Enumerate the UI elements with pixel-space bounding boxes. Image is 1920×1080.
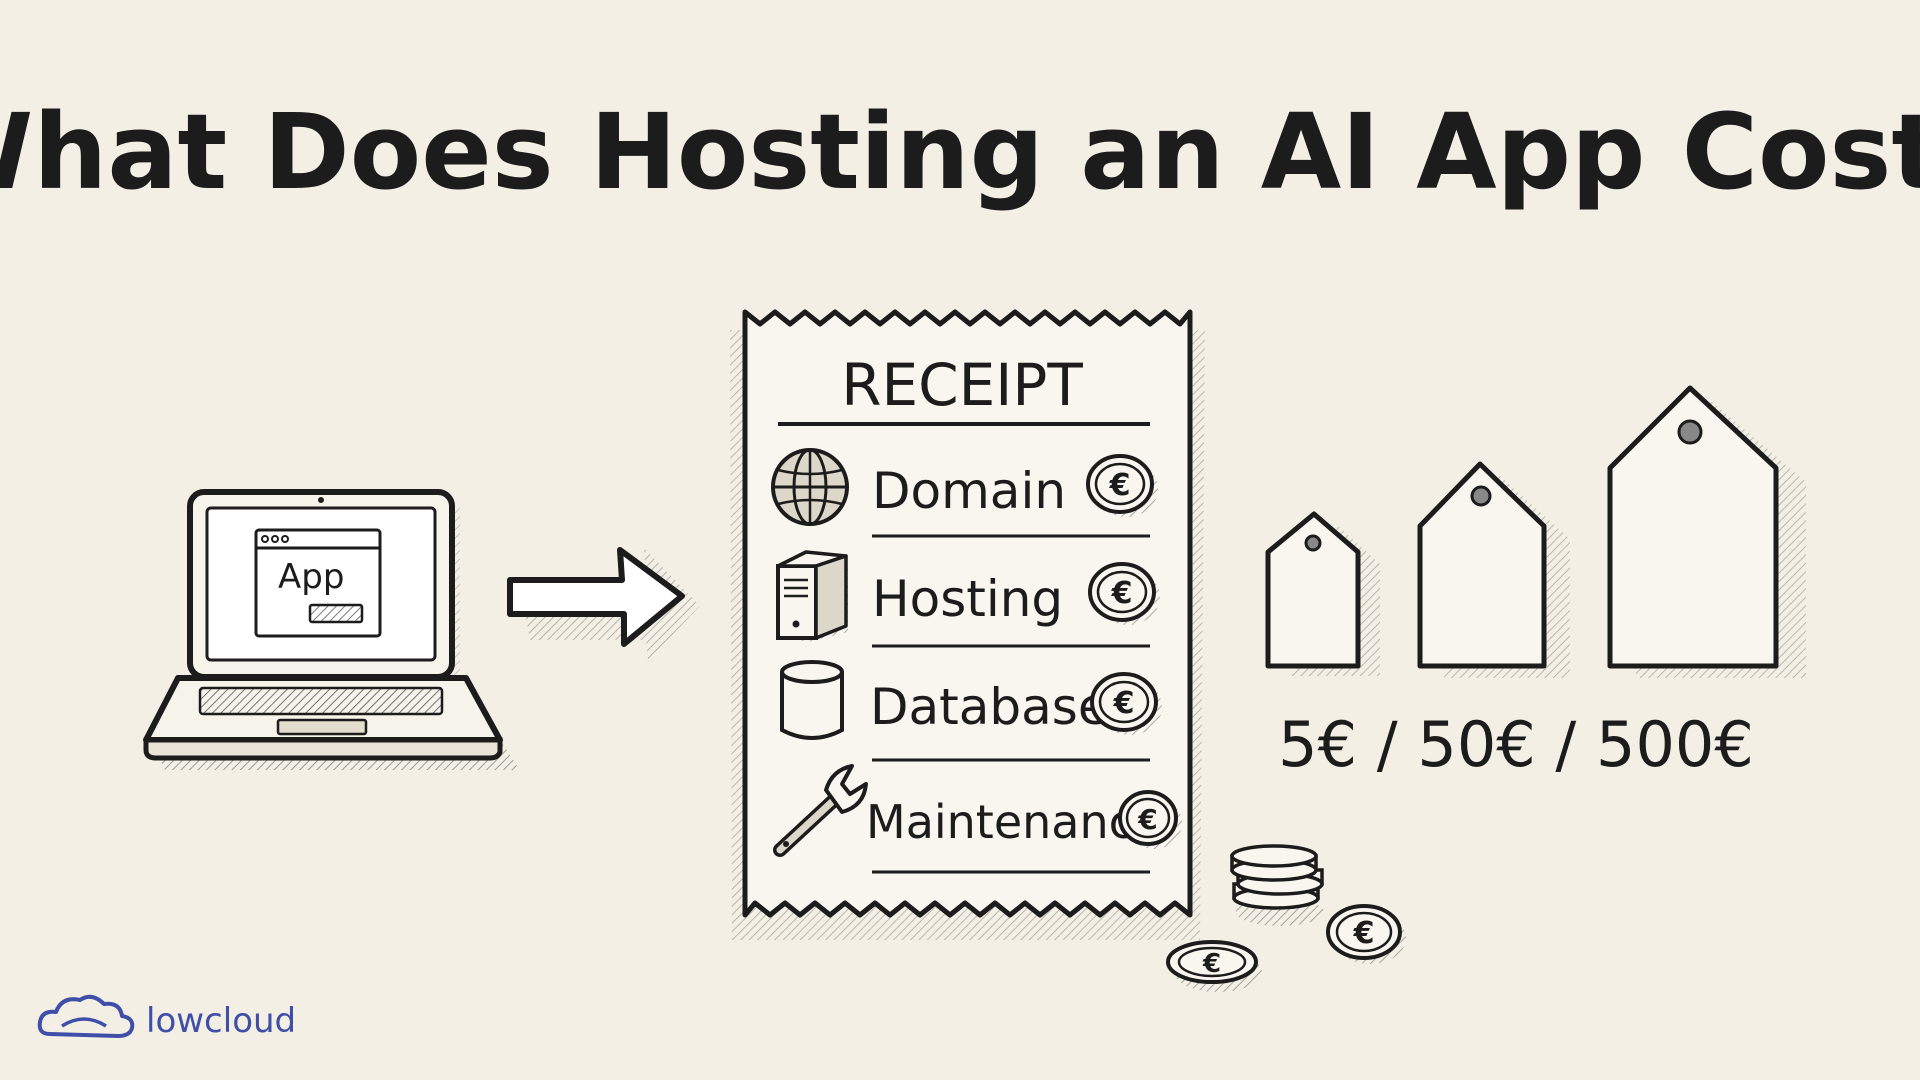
- arrow-right-icon: [507, 547, 700, 660]
- euro-coin-icon: €: [1166, 940, 1262, 992]
- receipt-item-label: Database: [870, 678, 1109, 736]
- coin-symbol: €: [1353, 916, 1375, 951]
- receipt-row-hosting: Hosting €: [776, 550, 1160, 648]
- receipt-item-label: Maintenance: [866, 795, 1162, 849]
- database-icon: [780, 660, 844, 740]
- receipt-item-label: Hosting: [872, 570, 1063, 628]
- brand-logo: lowcloud: [37, 994, 296, 1041]
- price-tag-medium: [1417, 461, 1570, 678]
- wrench-icon: [773, 764, 868, 857]
- app-button: [308, 603, 364, 624]
- keyboard: [198, 686, 444, 716]
- receipt-row-domain: Domain €: [771, 448, 1158, 538]
- coin-symbol: €: [1109, 468, 1131, 503]
- receipt-item-label: Domain: [872, 462, 1066, 520]
- receipt: RECEIPT Domain €: [730, 309, 1205, 940]
- euro-coin-icon: €: [1090, 672, 1162, 735]
- globe-icon: [771, 448, 849, 526]
- euro-coin-icon: €: [1086, 454, 1158, 517]
- page-title: What Does Hosting an AI App Cost?: [0, 91, 1920, 213]
- price-tags: 5€ / 50€ / 500€: [1265, 385, 1806, 781]
- coin-pile: € €: [1166, 844, 1406, 992]
- laptop-illustration: App: [143, 489, 520, 770]
- cloud-icon: [37, 994, 135, 1038]
- receipt-row-database: Database €: [780, 660, 1162, 762]
- touchpad: [276, 718, 368, 736]
- coin-symbol: €: [1111, 576, 1133, 611]
- euro-coin-icon: €: [1088, 562, 1160, 625]
- receipt-row-maintenance: Maintenance €: [773, 764, 1182, 874]
- coin-symbol: €: [1202, 949, 1221, 979]
- coin-symbol: €: [1137, 803, 1157, 836]
- price-tag-small: [1265, 511, 1380, 676]
- receipt-heading: RECEIPT: [841, 351, 1083, 419]
- price-tag-large: [1607, 385, 1806, 678]
- price-levels: 5€ / 50€ / 500€: [1278, 708, 1754, 781]
- server-icon: [776, 550, 848, 642]
- logo-text: lowcloud: [146, 1001, 296, 1041]
- euro-coin-icon: €: [1118, 790, 1182, 849]
- coin-symbol: €: [1113, 686, 1135, 721]
- app-label: App: [278, 557, 344, 597]
- euro-coin-icon: €: [1326, 904, 1406, 964]
